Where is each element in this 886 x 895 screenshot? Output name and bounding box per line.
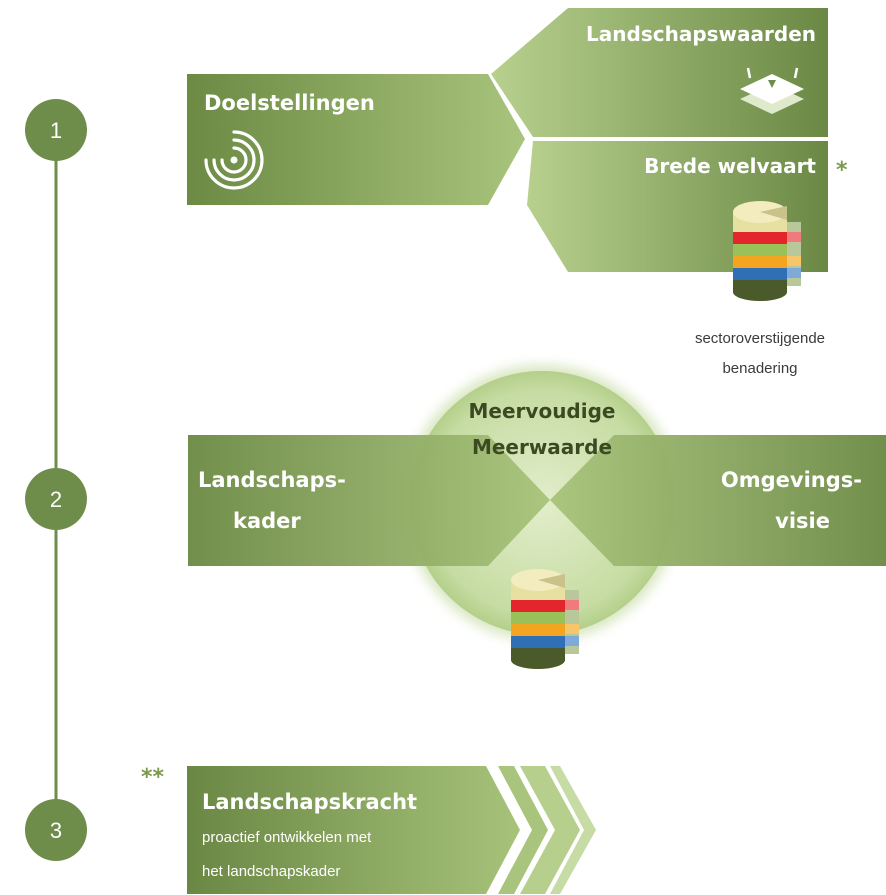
- landschapswaarden-block: [491, 8, 828, 137]
- meerwaarde-label: Meerwaarde: [472, 435, 612, 459]
- step1-group: Doelstellingen Landschapswaarden Brede w…: [187, 8, 848, 377]
- landschapskracht-label: Landschapskracht: [202, 790, 417, 814]
- landschapskracht-sub-line1: proactief ontwikkelen met: [202, 829, 372, 846]
- step-number-3: 3: [50, 818, 62, 843]
- layers-stack-icon: [740, 67, 804, 114]
- step-number-1: 1: [50, 118, 62, 143]
- step-circle-2: [25, 468, 87, 530]
- brede-welvaart-label: Brede welvaart: [644, 154, 816, 178]
- step-marker-2: 2: [25, 468, 87, 530]
- step2-group: Landschaps- kader Omgevings- visie Meerv…: [188, 365, 886, 669]
- landschapskader-label-line2: kader: [233, 509, 301, 533]
- brede-welvaart-asterisk: *: [836, 158, 848, 183]
- step-circle-1: [25, 99, 87, 161]
- doelstellingen-block: [187, 74, 525, 205]
- layered-cylinder-icon: [733, 201, 801, 301]
- concentric-circles-icon: [204, 130, 264, 190]
- landschapswaarden-label: Landschapswaarden: [586, 22, 816, 46]
- step-marker-3: 3: [25, 799, 87, 861]
- landschapskader-label-line1: Landschaps-: [198, 468, 346, 492]
- benadering-label: benadering: [722, 360, 797, 377]
- step3-group: ** Landschapskracht proactief ontwikkele…: [141, 765, 596, 894]
- landschapskracht-block: [187, 766, 520, 894]
- chevron-arrow-3: [550, 766, 596, 894]
- chevron-arrow-1: [498, 766, 548, 894]
- doelstellingen-label: Doelstellingen: [204, 91, 375, 115]
- omgevingsvisie-label-line2: visie: [775, 509, 830, 533]
- step-circle-3: [25, 799, 87, 861]
- landschapskracht-asterisks: **: [141, 765, 165, 790]
- sectoroverstijgende-label: sectoroverstijgende: [695, 330, 825, 347]
- omgevingsvisie-block: [550, 435, 886, 566]
- step-number-2: 2: [50, 487, 62, 512]
- step-marker-1: 1: [25, 99, 87, 161]
- landschapskracht-sub-line2: het landschapskader: [202, 863, 340, 880]
- landschapskader-block: [188, 435, 550, 566]
- layered-cylinder-icon-center: [511, 569, 579, 669]
- omgevingsvisie-label-line1: Omgevings-: [721, 468, 862, 492]
- meervoudige-label: Meervoudige: [469, 399, 616, 423]
- chevron-arrow-2: [520, 766, 580, 894]
